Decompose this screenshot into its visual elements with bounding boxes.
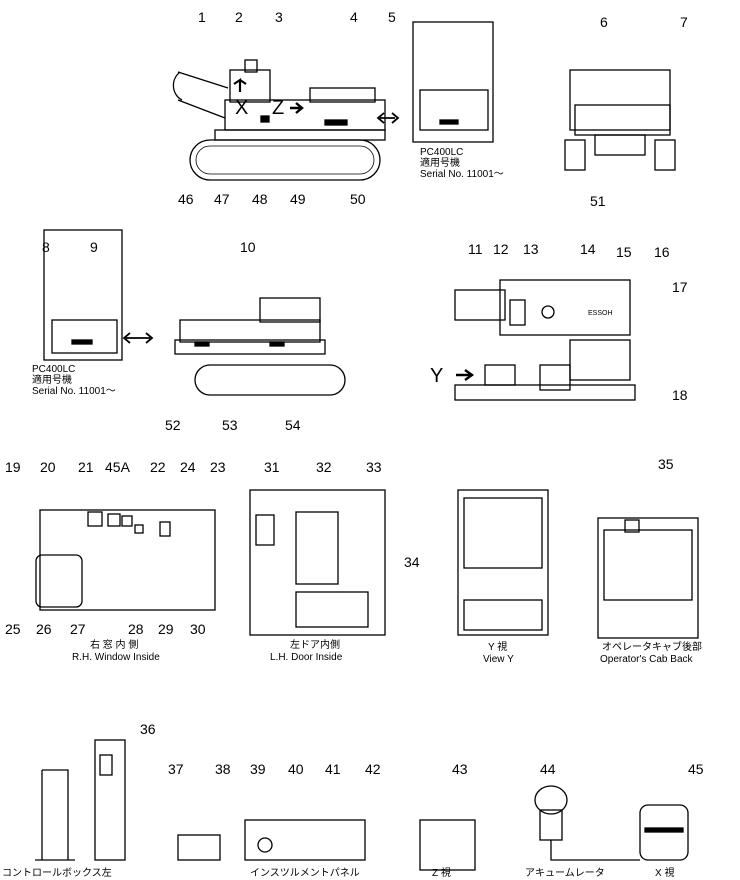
accumulator-caption: アキュームレータ — [525, 868, 605, 879]
view-z-caption: Z 視 — [432, 868, 451, 879]
view-letter-y: Y — [430, 365, 444, 387]
view-x-plate — [639, 804, 689, 861]
view-y-window — [457, 489, 549, 636]
callout-10: 10 — [240, 239, 256, 255]
callout-8: 8 — [42, 239, 50, 255]
control-box — [35, 739, 126, 861]
callout-15: 15 — [616, 244, 632, 260]
callout-16: 16 — [654, 244, 670, 260]
serial-model-left: PC400LC — [32, 364, 76, 375]
serial-inset-left — [43, 229, 123, 361]
callout-45: 45 — [688, 761, 704, 777]
cab-mark: ESSOH — [588, 310, 613, 317]
callout-39: 39 — [250, 761, 266, 777]
callout-25: 25 — [5, 621, 21, 637]
callout-6: 6 — [600, 14, 608, 30]
callout-52: 52 — [165, 417, 181, 433]
cab-back-caption-jp: オペレータキャブ後部 — [602, 642, 702, 653]
callout-49: 49 — [290, 191, 306, 207]
rh-window-caption-en: R.H. Window Inside — [72, 652, 160, 663]
callout-29: 29 — [158, 621, 174, 637]
callout-31: 31 — [264, 459, 280, 475]
control-box-caption: コントロールボックス左 — [2, 868, 112, 879]
callout-54: 54 — [285, 417, 301, 433]
callout-36: 36 — [140, 721, 156, 737]
callout-41: 41 — [325, 761, 341, 777]
callout-5: 5 — [388, 9, 396, 25]
lh-door-inside — [249, 489, 386, 636]
callout-7: 7 — [680, 14, 688, 30]
callout-19: 19 — [5, 459, 21, 475]
callout-3: 3 — [275, 9, 283, 25]
callout-53: 53 — [222, 417, 238, 433]
rh-window-inside — [35, 509, 216, 611]
rh-window-caption-jp: 右 窓 内 側 — [90, 640, 139, 651]
callout-35: 35 — [658, 456, 674, 472]
callout-33: 33 — [366, 459, 382, 475]
serial-model-top: PC400LC — [420, 147, 464, 158]
callout-22: 22 — [150, 459, 166, 475]
instrument-panel — [177, 819, 366, 861]
cab-back-caption-en: Operator's Cab Back — [600, 654, 693, 665]
serial-inset-top — [412, 21, 494, 143]
callout-45a: 45A — [105, 459, 130, 475]
callout-26: 26 — [36, 621, 52, 637]
callout-18: 18 — [672, 387, 688, 403]
instrument-panel-caption: インスツルメントパネル — [250, 868, 360, 879]
callout-34: 34 — [404, 554, 420, 570]
view-y-caption-jp: Y 視 — [488, 642, 508, 653]
callout-13: 13 — [523, 241, 539, 257]
excavator-rear-view — [564, 69, 676, 171]
view-x-caption: X 視 — [655, 868, 675, 879]
callout-17: 17 — [672, 279, 688, 295]
callout-21: 21 — [78, 459, 94, 475]
excavator-side-view-2 — [174, 297, 346, 396]
accumulator — [534, 785, 640, 861]
callout-47: 47 — [214, 191, 230, 207]
cab-back — [597, 517, 699, 639]
callout-28: 28 — [128, 621, 144, 637]
callout-30: 30 — [190, 621, 206, 637]
callout-4: 4 — [350, 9, 358, 25]
lh-door-caption-jp: 左ドア内側 — [290, 640, 340, 651]
callout-23: 23 — [210, 459, 226, 475]
callout-9: 9 — [90, 239, 98, 255]
callout-37: 37 — [168, 761, 184, 777]
callout-44: 44 — [540, 761, 556, 777]
callout-24: 24 — [180, 459, 196, 475]
cab-plan-view — [454, 279, 636, 401]
callout-51: 51 — [590, 193, 606, 209]
lh-door-caption-en: L.H. Door Inside — [270, 652, 343, 663]
callout-46: 46 — [178, 191, 194, 207]
callout-1: 1 — [198, 9, 206, 25]
callout-27: 27 — [70, 621, 86, 637]
view-letter-x: X — [235, 97, 249, 119]
callout-14: 14 — [580, 241, 596, 257]
callout-11: 11 — [468, 241, 483, 257]
callout-20: 20 — [40, 459, 56, 475]
callout-50: 50 — [350, 191, 366, 207]
callout-42: 42 — [365, 761, 381, 777]
callout-48: 48 — [252, 191, 268, 207]
serial-en-top: Serial No. 11001～ — [420, 169, 504, 180]
callout-38: 38 — [215, 761, 231, 777]
callout-2: 2 — [235, 9, 243, 25]
serial-jp-top: 適用号機 — [420, 158, 460, 169]
callout-40: 40 — [288, 761, 304, 777]
serial-en-left: Serial No. 11001～ — [32, 386, 116, 397]
serial-jp-left: 適用号機 — [32, 375, 72, 386]
callout-32: 32 — [316, 459, 332, 475]
callout-43: 43 — [452, 761, 468, 777]
callout-12: 12 — [493, 241, 509, 257]
excavator-side-view — [172, 59, 400, 181]
view-y-caption-en: View Y — [483, 654, 514, 665]
view-letter-z: Z — [272, 97, 285, 119]
view-z-plate — [419, 819, 476, 871]
